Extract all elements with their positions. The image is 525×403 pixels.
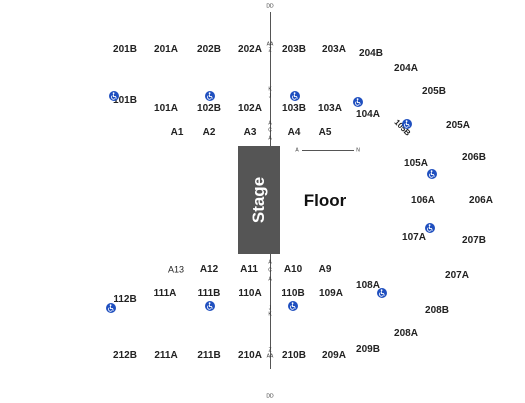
section-label[interactable]: 108A xyxy=(356,280,380,291)
section-label[interactable]: 207A xyxy=(445,270,469,281)
row-label: N xyxy=(356,147,360,154)
section-label[interactable]: A10 xyxy=(283,264,303,275)
section-label[interactable]: 209B xyxy=(356,344,380,355)
wheelchair-accessible-icon xyxy=(205,91,215,101)
section-label[interactable]: 110A xyxy=(238,288,262,299)
row-label: AA xyxy=(266,353,274,360)
section-label[interactable]: 104A xyxy=(356,109,380,120)
row-label: A xyxy=(268,120,272,127)
section-label[interactable]: 102B xyxy=(197,103,221,114)
row-label: DD xyxy=(266,393,274,400)
section-label[interactable]: A4 xyxy=(287,127,301,138)
section-label[interactable]: 205A xyxy=(446,120,470,131)
section-label[interactable]: 109A xyxy=(319,288,343,299)
row-label: C xyxy=(268,267,272,274)
section-label[interactable]: 105A xyxy=(404,158,428,169)
row-label: A xyxy=(295,147,299,154)
section-label[interactable]: 110B xyxy=(281,288,305,299)
section-label[interactable]: 204A xyxy=(394,63,418,74)
row-label: K xyxy=(268,311,272,318)
section-label[interactable]: A2 xyxy=(202,127,216,138)
row-label: A xyxy=(268,135,272,142)
section-label[interactable]: 210A xyxy=(238,350,262,361)
row-label: J xyxy=(268,305,272,312)
section-label[interactable]: 208A xyxy=(394,328,418,339)
section-label[interactable]: A5 xyxy=(318,127,332,138)
section-label[interactable]: 211B xyxy=(197,350,221,361)
section-label[interactable]: A9 xyxy=(318,264,332,275)
section-label[interactable]: 103A xyxy=(318,103,342,114)
section-label[interactable]: 103B xyxy=(282,103,306,114)
floor-label[interactable]: Floor xyxy=(303,191,347,210)
section-label[interactable]: 107A xyxy=(402,232,426,243)
section-label[interactable]: 112B xyxy=(113,294,137,305)
section-label[interactable]: A1 xyxy=(170,127,184,138)
section-label[interactable]: A13 xyxy=(167,264,185,275)
stage: Stage xyxy=(238,146,280,254)
section-label[interactable]: 201A xyxy=(154,44,178,55)
wheelchair-accessible-icon xyxy=(402,119,412,129)
wheelchair-accessible-icon xyxy=(377,288,387,298)
wheelchair-accessible-icon xyxy=(290,91,300,101)
section-label[interactable]: 202A xyxy=(238,44,262,55)
section-label[interactable]: 101A xyxy=(154,103,178,114)
section-label[interactable]: 206B xyxy=(462,152,486,163)
wheelchair-accessible-icon xyxy=(205,301,215,311)
section-label[interactable]: 201B xyxy=(113,44,137,55)
row-label: AA xyxy=(266,41,274,48)
wheelchair-accessible-icon xyxy=(353,97,363,107)
floor-row-line xyxy=(302,150,354,151)
wheelchair-accessible-icon xyxy=(109,91,119,101)
section-label[interactable]: A11 xyxy=(240,264,258,275)
row-label: Z xyxy=(268,347,272,354)
row-label: A xyxy=(268,259,272,266)
stage-label: Stage xyxy=(249,176,268,224)
wheelchair-accessible-icon xyxy=(427,169,437,179)
section-label[interactable]: 203B xyxy=(282,44,306,55)
section-label[interactable]: 206A xyxy=(469,195,493,206)
center-aisle-top xyxy=(270,12,271,146)
section-label[interactable]: 102A xyxy=(238,103,262,114)
section-label[interactable]: 210B xyxy=(282,350,306,361)
row-label: C xyxy=(268,127,272,134)
section-label[interactable]: 101B xyxy=(113,95,137,106)
section-label[interactable]: 211A xyxy=(154,350,178,361)
section-label[interactable]: A12 xyxy=(199,264,219,275)
wheelchair-accessible-icon xyxy=(288,301,298,311)
row-label: K xyxy=(268,86,272,93)
row-label: J xyxy=(268,93,272,100)
section-label[interactable]: 106A xyxy=(411,195,435,206)
section-label[interactable]: 204B xyxy=(359,48,383,59)
section-label[interactable]: 209A xyxy=(322,350,346,361)
row-label: Z xyxy=(268,47,272,54)
wheelchair-accessible-icon xyxy=(425,223,435,233)
section-label[interactable]: 207B xyxy=(462,235,486,246)
section-label[interactable]: 212B xyxy=(113,350,137,361)
section-label[interactable]: A3 xyxy=(243,127,257,138)
row-label: DD xyxy=(266,3,274,10)
wheelchair-accessible-icon xyxy=(106,303,116,313)
section-label[interactable]: 202B xyxy=(197,44,221,55)
section-label[interactable]: 203A xyxy=(322,44,346,55)
row-label: A xyxy=(268,276,272,283)
section-label[interactable]: 111B xyxy=(197,288,221,299)
section-label[interactable]: 111A xyxy=(153,288,177,299)
section-label[interactable]: 208B xyxy=(425,305,449,316)
section-label[interactable]: 205B xyxy=(422,86,446,97)
center-aisle-bottom xyxy=(270,254,271,369)
